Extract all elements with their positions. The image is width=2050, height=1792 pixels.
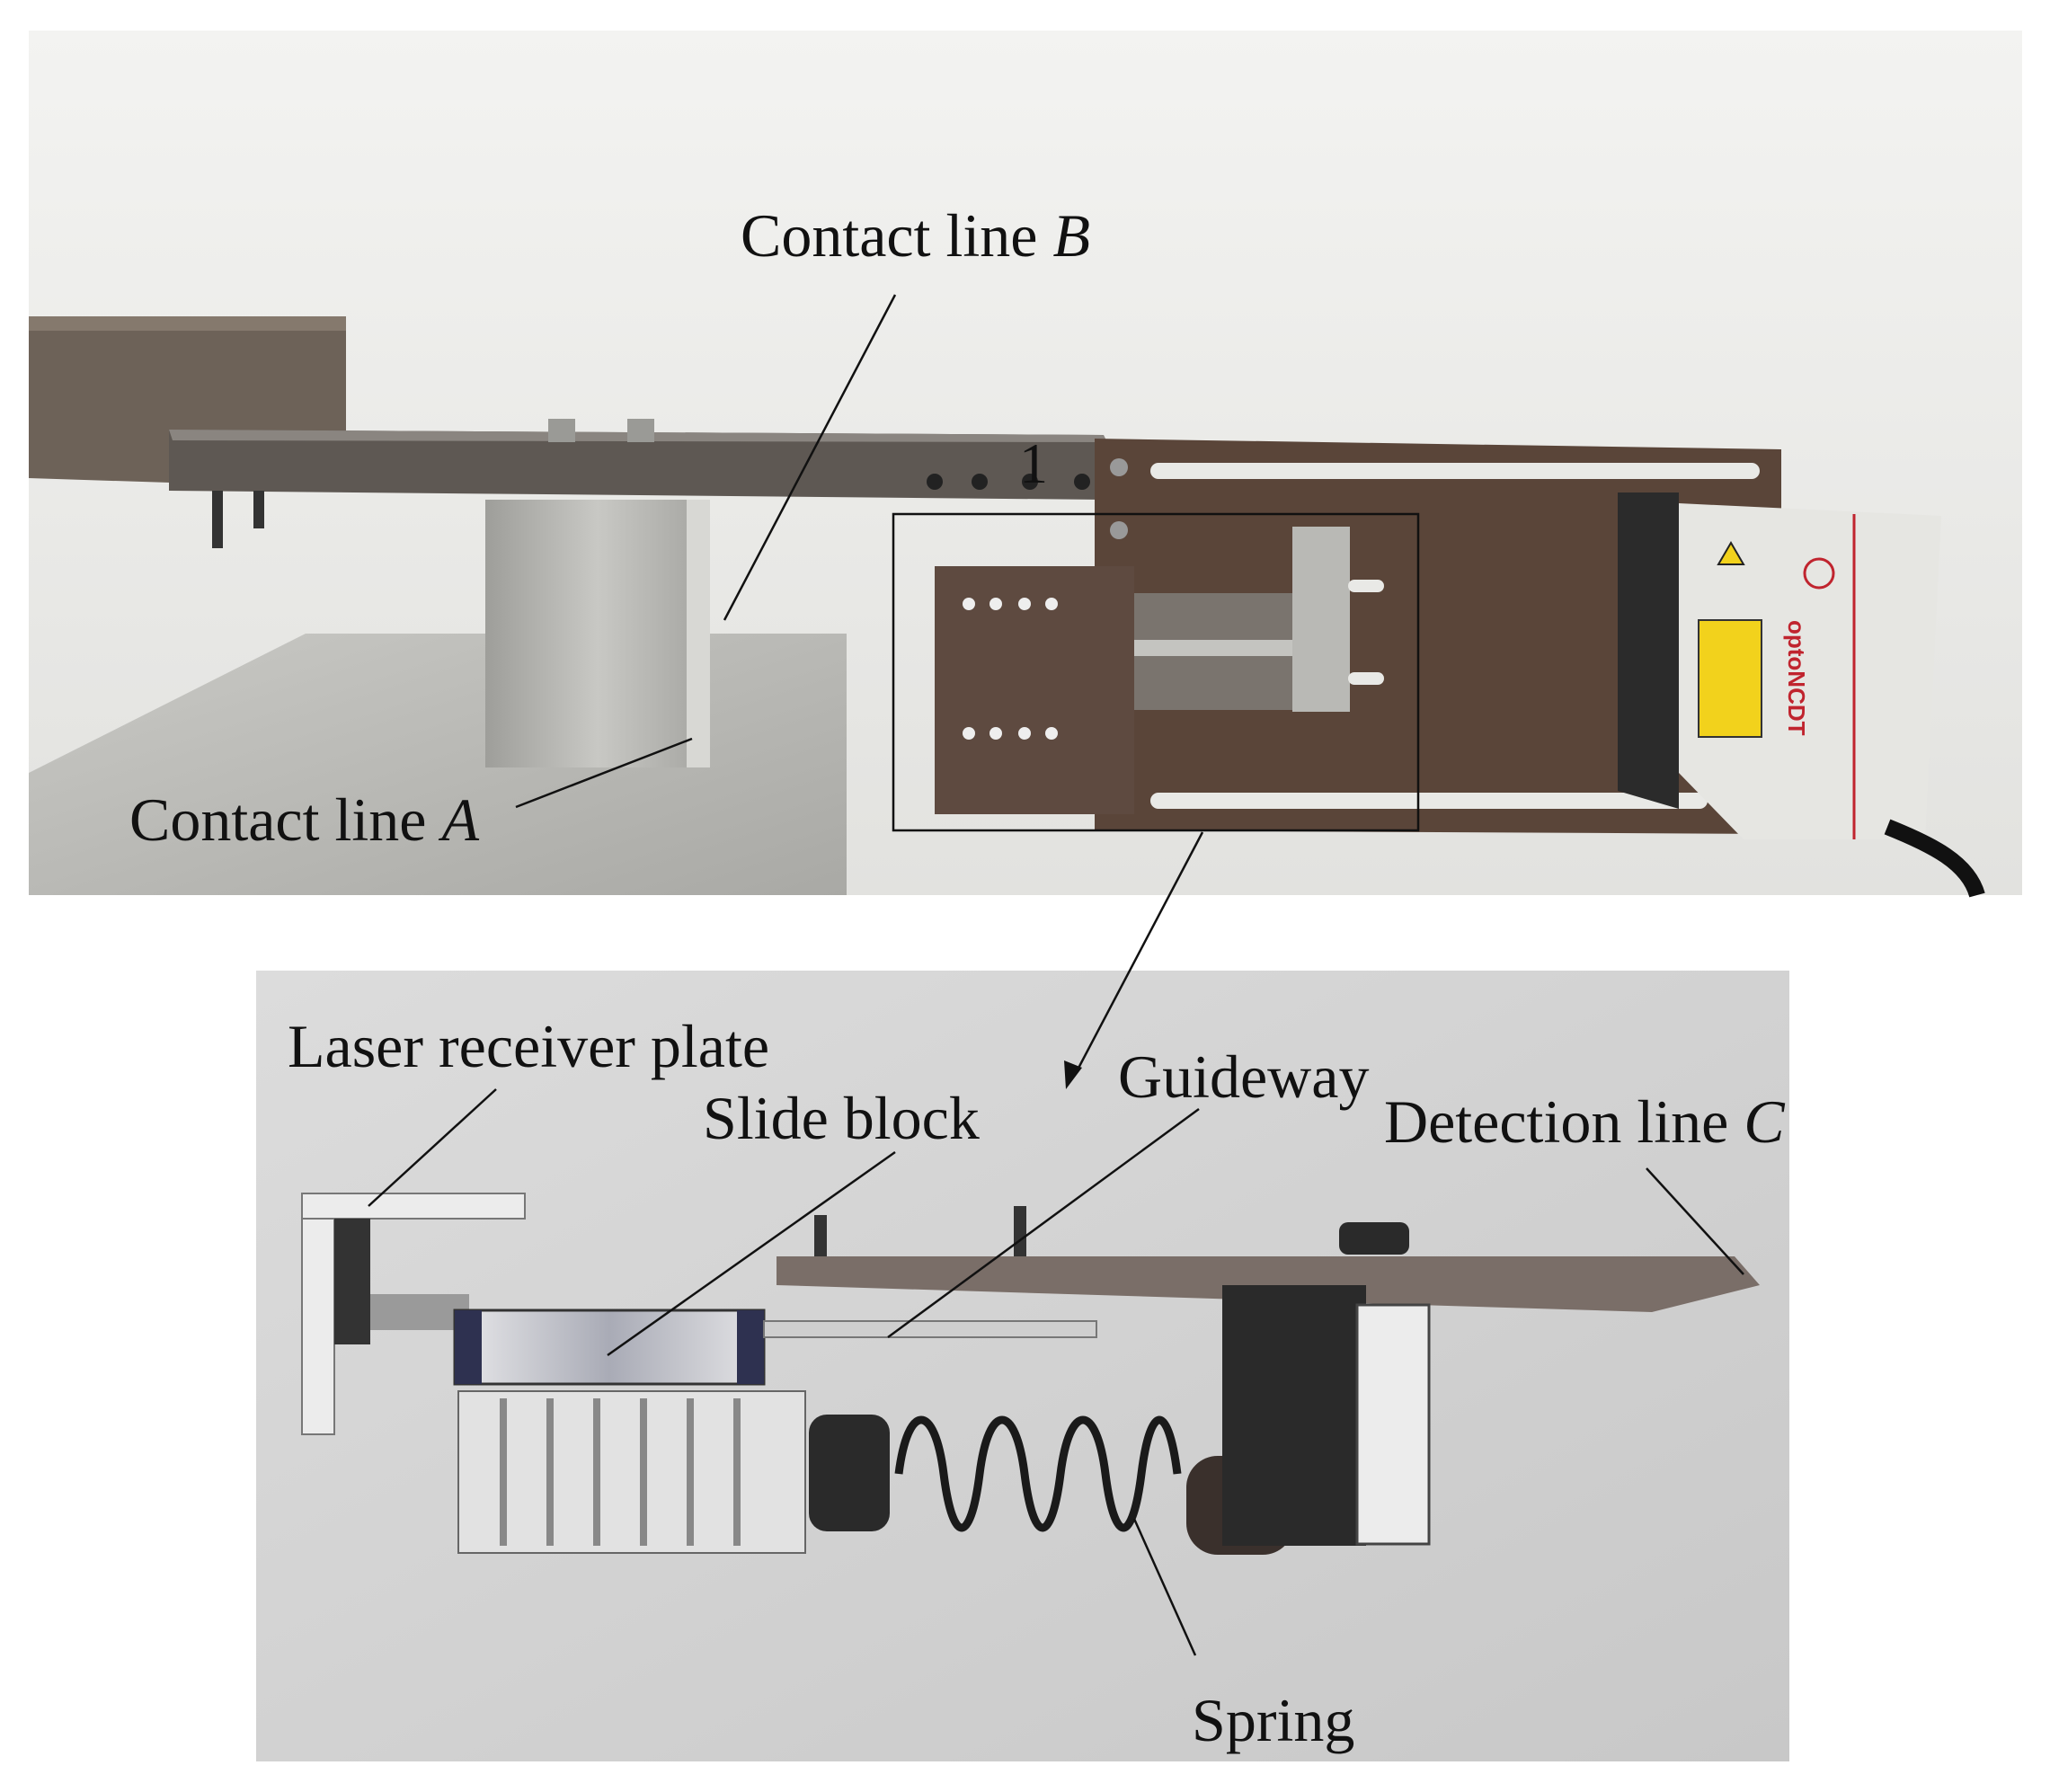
- bottom-photo: [256, 971, 1789, 1761]
- leader-contact-a: [515, 737, 693, 809]
- label-detection-line-c: Detection line C: [1384, 1087, 1785, 1156]
- laser-sensor-housing: [1618, 492, 1679, 809]
- spring-coil: [894, 1415, 1182, 1532]
- marker-1: 1: [1019, 431, 1048, 495]
- label-slide-block: Slide block: [703, 1084, 980, 1152]
- leader-slide-block: [607, 1150, 896, 1357]
- leader-spring: [1132, 1518, 1197, 1656]
- lower-block: [457, 1390, 806, 1554]
- label-spring: Spring: [1192, 1686, 1355, 1754]
- label-contact-line-b: Contact line B: [741, 201, 1091, 270]
- leader-contact-b: [723, 294, 897, 621]
- horizontal-arm: [169, 430, 1104, 500]
- support-pillar: [485, 500, 710, 767]
- mounting-plate: [1095, 439, 1781, 834]
- label-contact-line-a: Contact line A: [129, 785, 480, 854]
- top-plate: [777, 1256, 1760, 1312]
- detail-arrow-head: [1064, 1060, 1082, 1089]
- label-laser-receiver-plate: Laser receiver plate: [288, 1012, 770, 1080]
- leader-detection-c: [1646, 1167, 1744, 1275]
- detail-frame: [892, 512, 1420, 832]
- leader-guideway: [887, 1107, 1200, 1339]
- top-photo: optoNCDT: [29, 31, 2022, 898]
- label-guideway: Guideway: [1118, 1042, 1370, 1111]
- sensor-brand-text: optoNCDT: [1783, 620, 1810, 736]
- guideway: [763, 1320, 1097, 1338]
- laser-sensor: [1679, 503, 1941, 839]
- leader-detail-arrow: [1073, 831, 1204, 1076]
- leader-lines: [368, 294, 1744, 1656]
- slide-block: [453, 1309, 766, 1386]
- leader-laser-receiver: [368, 1088, 497, 1207]
